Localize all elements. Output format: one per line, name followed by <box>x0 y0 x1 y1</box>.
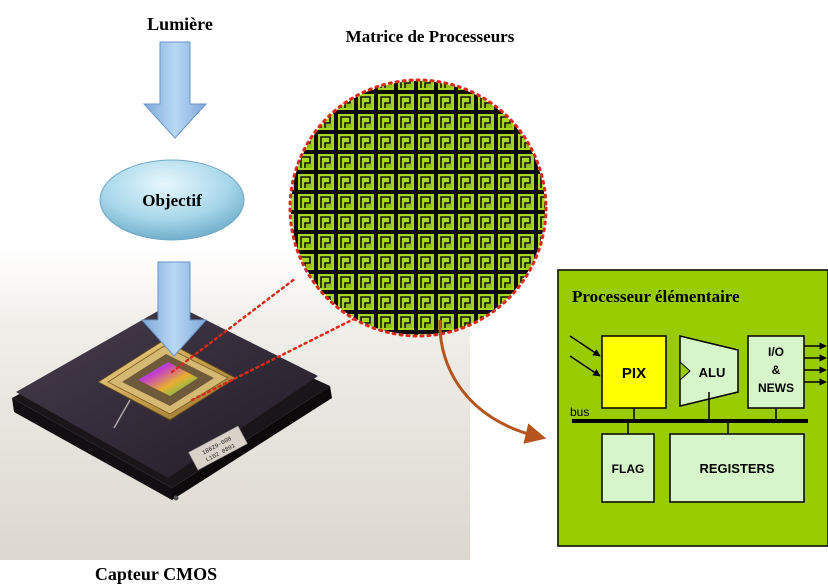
bus-label: bus <box>570 405 589 419</box>
flag-block <box>601 433 655 503</box>
lens-ellipse <box>99 159 245 241</box>
zoom-curve-arrow-icon <box>438 319 547 444</box>
io-news-block <box>747 335 805 409</box>
sensor-label: Capteur CMOS <box>95 564 217 584</box>
registers-label: REGISTERS <box>699 461 774 476</box>
lens-label: Objectif <box>142 191 202 210</box>
light-arrow-icon <box>142 41 208 139</box>
flag-label: FLAG <box>612 462 645 476</box>
cmos-sensor-chip <box>12 303 332 501</box>
pe-title: Processeur élémentaire <box>572 287 740 306</box>
light-label: Lumière <box>147 14 213 34</box>
magnifier-line-bottom <box>190 316 358 402</box>
input-arrow-1-icon <box>569 335 601 357</box>
io-label-line2: & <box>772 363 781 377</box>
alu-label: ALU <box>699 365 726 380</box>
lens-to-sensor-arrow-icon <box>140 261 208 357</box>
elementary-processor-panel: Processeur élémentaire PIX ALU I/O & NEW… <box>557 269 828 547</box>
pix-label: PIX <box>622 365 646 382</box>
bus-line <box>572 419 808 423</box>
io-label-line1: I/O <box>768 345 784 359</box>
processor-matrix-grid <box>291 81 545 335</box>
matrix-circle-border <box>288 78 548 338</box>
alu-block <box>679 335 739 407</box>
input-arrow-2-icon <box>569 355 601 377</box>
magnifier-line-top <box>170 276 298 374</box>
io-label-line3: NEWS <box>758 381 794 395</box>
registers-block <box>669 433 805 503</box>
matrix-label: Matrice de Processeurs <box>346 27 515 46</box>
